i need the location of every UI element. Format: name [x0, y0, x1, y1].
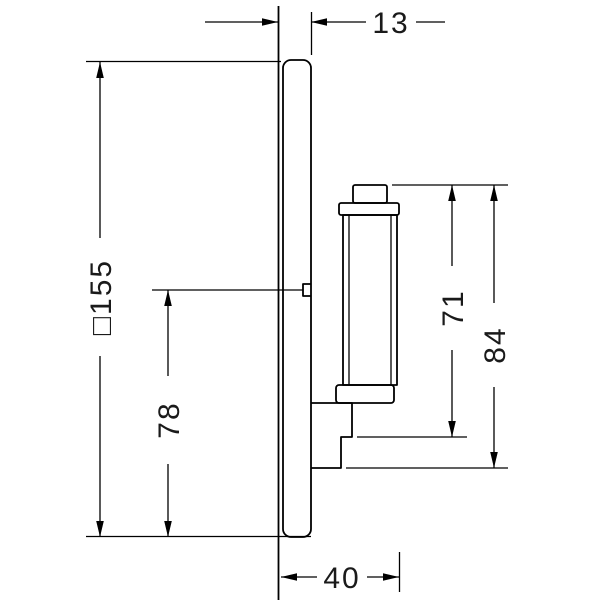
handle-body — [342, 214, 398, 386]
arrowhead-left-icon — [311, 18, 327, 26]
dim-handle-height: 71 — [357, 184, 508, 438]
dim-plate-depth: 13 — [205, 6, 445, 55]
handle-collar-top — [338, 202, 400, 216]
arrowhead-up-icon — [164, 290, 172, 306]
label-background — [434, 266, 470, 350]
dim-lower-height: 78 — [150, 289, 303, 537]
arrowhead-left-icon — [281, 573, 297, 581]
dimension-label-total: 84 — [479, 326, 512, 363]
dim-total-depth: 40 — [281, 552, 401, 595]
arrowhead-right-icon — [262, 18, 278, 26]
dimension-label-lower: 78 — [153, 401, 186, 438]
arrowhead-down-icon — [96, 521, 104, 537]
arrowhead-up-icon — [490, 185, 498, 201]
dimension-label-depth: 40 — [323, 562, 360, 595]
arrowhead-down-icon — [164, 521, 172, 537]
arrowhead-down-icon — [490, 452, 498, 468]
dim-faceplate-size: □155 — [82, 60, 311, 538]
arrowhead-up-icon — [96, 62, 104, 78]
valve-block — [311, 402, 353, 469]
dimension-label-plate-depth: 13 — [372, 7, 409, 40]
select-button-profile — [352, 184, 388, 204]
arrowhead-up-icon — [448, 185, 456, 201]
label-background — [366, 6, 416, 38]
faceplate-seam — [302, 283, 311, 297]
label-background — [150, 376, 186, 464]
arrowhead-down-icon — [448, 421, 456, 437]
label-background — [317, 561, 367, 593]
label-background — [476, 303, 512, 387]
dimension-label-handle: 71 — [437, 289, 470, 326]
dimension-label-faceplate: □155 — [85, 259, 118, 335]
faceplate-outline — [282, 59, 312, 538]
arrowhead-right-icon — [383, 573, 399, 581]
fixture-drawing — [277, 6, 400, 600]
handle-collar-bottom — [335, 384, 395, 404]
dim-total-height: 84 — [346, 185, 512, 469]
label-background — [82, 238, 118, 356]
